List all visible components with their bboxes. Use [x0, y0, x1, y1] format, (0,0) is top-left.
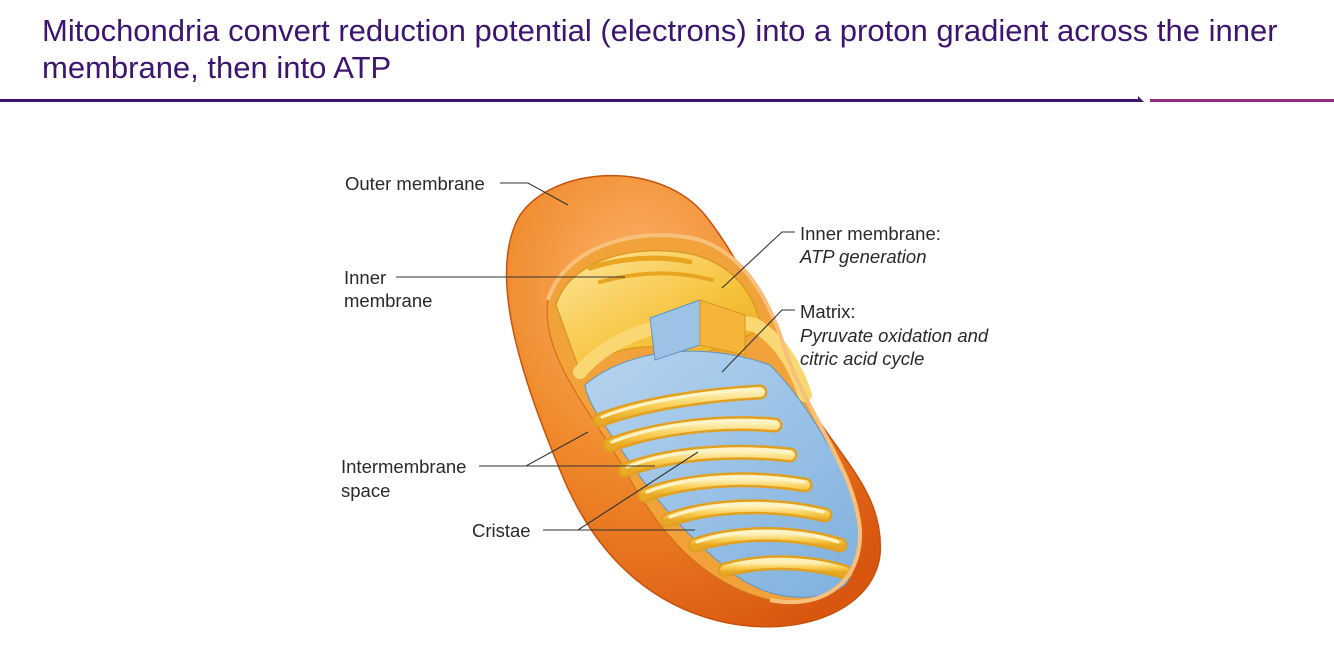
label-intermembrane-line1: Intermembrane: [341, 455, 466, 478]
label-inner-membrane-line2: membrane: [344, 289, 432, 312]
label-inner-membrane-atp-title: Inner membrane:: [800, 222, 941, 245]
label-matrix-title: Matrix:: [800, 300, 856, 323]
label-matrix-desc-line1: Pyruvate oxidation and: [800, 324, 988, 347]
label-intermembrane-line2: space: [341, 479, 390, 502]
label-inner-membrane-line1: Inner: [344, 266, 386, 289]
label-inner-membrane-atp-desc: ATP generation: [800, 245, 927, 268]
label-cristae: Cristae: [472, 519, 531, 542]
label-matrix-desc-line2: citric acid cycle: [800, 347, 924, 370]
label-outer-membrane: Outer membrane: [345, 172, 485, 195]
